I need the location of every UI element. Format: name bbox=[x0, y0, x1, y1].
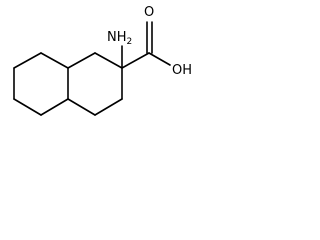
bond-to-hydroxyl bbox=[148, 52, 171, 66]
bond-left-ring-bottom-right bbox=[40, 98, 69, 116]
hydroxyl-label: OH bbox=[172, 63, 192, 78]
amine-label: NH2 bbox=[107, 30, 132, 47]
bond-right-ring-top-left bbox=[67, 52, 96, 69]
bond-left-ring-bottom bbox=[13, 98, 42, 116]
bond-right-ring-bottom-right bbox=[94, 98, 123, 116]
left-ring bbox=[13, 52, 69, 116]
amine-label-subscript: 2 bbox=[127, 37, 133, 47]
molecular-structure-drawing: NH2 O OH bbox=[13, 5, 192, 116]
bond-left-ring-top-right bbox=[40, 52, 69, 69]
right-ring bbox=[67, 52, 123, 116]
substituents bbox=[121, 21, 171, 69]
bond-left-ring-top bbox=[13, 52, 42, 69]
bond-right-ring-bottom-left bbox=[67, 98, 96, 116]
bond-to-carboxyl-carbon bbox=[121, 52, 150, 69]
carbonyl-oxygen-label: O bbox=[144, 5, 154, 20]
bond-right-ring-top-right bbox=[94, 52, 123, 69]
amine-label-text: NH bbox=[107, 30, 127, 45]
